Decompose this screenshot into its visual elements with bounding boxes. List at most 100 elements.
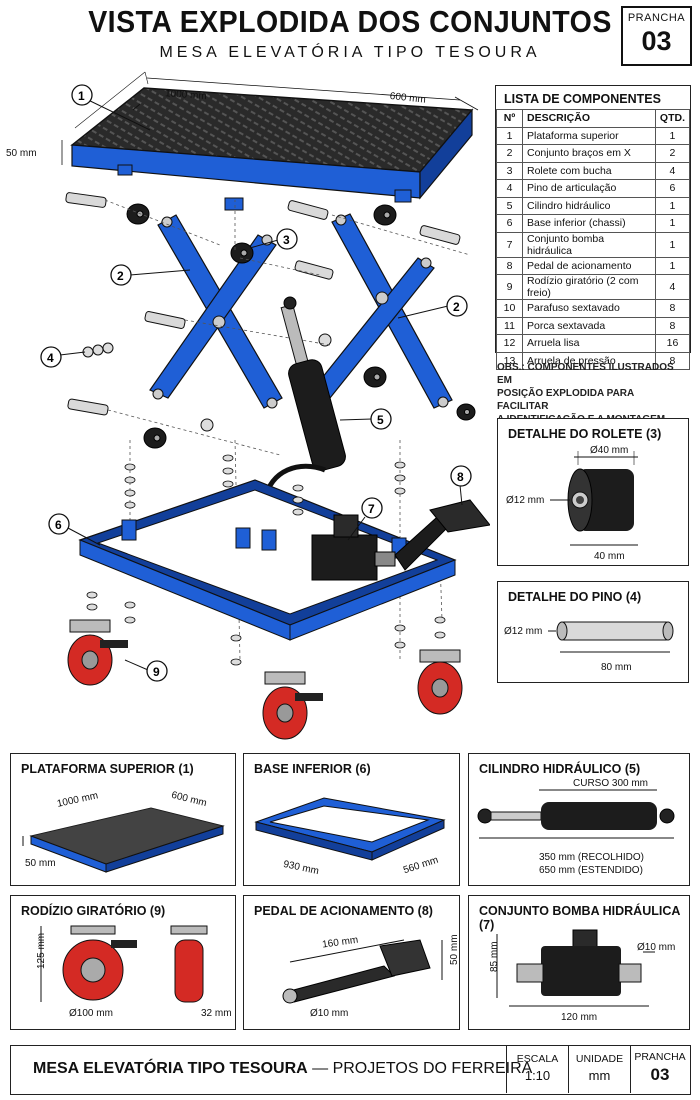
dim-length: 1000 mm <box>165 88 207 102</box>
col-number: Nº <box>496 109 523 128</box>
rollers <box>126 203 476 449</box>
base-panel-title: BASE INFERIOR (6) <box>254 762 371 776</box>
component-number: 9 <box>496 274 523 300</box>
component-number: 11 <box>496 316 523 335</box>
pedal <box>394 499 490 571</box>
cylinder-panel: CILINDRO HIDRÁULICO (5) CURSO 300 mm 350… <box>468 753 690 886</box>
scale-label: ESCALA <box>516 1053 559 1065</box>
platform-panel: PLATAFORMA SUPERIOR (1) 1000 mm 600 mm 5… <box>10 753 236 886</box>
component-description: Arruela de pressão <box>522 351 656 370</box>
pedal-panel-title: PEDAL DE ACIONAMENTO (8) <box>254 904 433 918</box>
pedal-panel: PEDAL DE ACIONAMENTO (8) 160 mm 50 mm Ø1… <box>243 895 460 1030</box>
cylinder-retracted: 350 mm (RECOLHIDO) <box>539 852 644 863</box>
caster-diameter: Ø100 mm <box>69 1008 113 1019</box>
scissor-arms-right <box>313 213 453 409</box>
callout-9: 9 <box>124 659 168 682</box>
pin-detail-title: DETALHE DO PINO (4) <box>508 590 642 604</box>
pedal-height: 50 mm <box>449 934 459 965</box>
roller-length: 40 mm <box>594 551 625 562</box>
caster-panel-title: RODÍZIO GIRATÓRIO (9) <box>21 904 166 918</box>
component-number: 12 <box>496 334 523 353</box>
project-name-bold: MESA ELEVATÓRIA TIPO TESOURA <box>33 1060 308 1077</box>
callout-3: 3 <box>249 228 298 250</box>
callout-1: 1 <box>71 84 151 131</box>
component-description: Conjunto braços em X <box>522 144 656 163</box>
dim-width: 600 mm <box>389 91 426 106</box>
component-quantity: 1 <box>654 126 691 145</box>
component-number: 3 <box>496 161 523 180</box>
component-quantity: 1 <box>654 231 691 258</box>
component-number: 5 <box>496 196 523 215</box>
platform-part <box>70 87 474 211</box>
callout-label-1: 1 <box>78 89 85 103</box>
caster-height: 125 mm <box>36 933 47 969</box>
component-quantity: 8 <box>654 351 691 370</box>
component-list-panel: LISTA DE COMPONENTES Nº DESCRIÇÃO QTD. 1… <box>495 85 691 370</box>
pump-unit <box>311 514 396 581</box>
exploded-view: 1000 mm 600 mm 50 mm <box>6 71 490 740</box>
project-name-rest: — PROJETOS DO FERREIRA <box>307 1060 533 1077</box>
component-description: Plataforma superior <box>522 126 656 145</box>
pedal-length: 160 mm <box>322 935 359 951</box>
callout-label-6: 6 <box>55 518 62 532</box>
scale-value: 1:10 <box>524 1068 551 1083</box>
component-description: Base inferior (chassi) <box>522 214 656 233</box>
component-number: 7 <box>496 231 523 258</box>
component-number: 2 <box>496 144 523 163</box>
roller-drawing: Ø40 mm Ø12 mm 40 mm <box>506 445 638 562</box>
component-description: Conjunto bomba hidráulica <box>522 231 656 258</box>
pump-height: 85 mm <box>489 941 500 972</box>
platform-panel-length: 1000 mm <box>56 790 99 809</box>
casters <box>67 619 463 740</box>
platform-panel-width: 600 mm <box>170 790 208 809</box>
pump-panel-title: CONJUNTO BOMBA HIDRÁULICA (7) <box>479 904 680 932</box>
component-number: 1 <box>496 126 523 145</box>
pedal-drawing: 160 mm 50 mm Ø10 mm <box>282 934 459 1019</box>
sheet-number: 03 <box>641 26 672 56</box>
fastener-stacks <box>86 454 446 666</box>
pump-length: 120 mm <box>561 1012 597 1023</box>
component-number: 4 <box>496 179 523 198</box>
component-quantity: 16 <box>654 334 691 353</box>
scissor-arms-left <box>149 214 283 409</box>
component-description: Rolete com bucha <box>522 161 656 180</box>
component-quantity: 4 <box>654 274 691 300</box>
page-subtitle: MESA ELEVATÓRIA TIPO TESOURA <box>159 44 541 61</box>
cylinder-drawing: CURSO 300 mm 350 mm (RECOLHIDO) 650 mm (… <box>477 778 675 876</box>
component-quantity: 2 <box>654 144 691 163</box>
hydraulic-cylinder <box>261 296 346 565</box>
callout-label-2b: 2 <box>453 300 460 314</box>
unit-value: mm <box>588 1068 611 1083</box>
callout-8: 8 <box>450 465 472 506</box>
unit-cell: UNIDADE mm <box>568 1046 630 1093</box>
roller-outer-diameter: Ø40 mm <box>590 445 628 456</box>
page-title: VISTA EXPLODIDA DOS CONJUNTOS <box>88 4 612 39</box>
observation-note: OBS.: COMPONENTES ILUSTRADOS EM POSIÇÃO … <box>497 361 687 426</box>
component-description: Porca sextavada <box>522 316 656 335</box>
component-quantity: 4 <box>654 161 691 180</box>
component-quantity: 1 <box>654 214 691 233</box>
pedal-bore: Ø10 mm <box>310 1008 348 1019</box>
roller-detail-panel: DETALHE DO ROLETE (3) Ø40 mm Ø12 mm 40 m… <box>497 418 689 566</box>
callout-2b: 2 <box>397 295 468 319</box>
callout-7: 7 <box>347 497 383 541</box>
project-name: MESA ELEVATÓRIA TIPO TESOURA — PROJETOS … <box>33 1060 532 1078</box>
caster-panel: RODÍZIO GIRATÓRIO (9) 125 mm Ø100 mm 32 … <box>10 895 236 1030</box>
scale-cell: ESCALA 1:10 <box>506 1046 568 1093</box>
caster-drawing: 125 mm Ø100 mm 32 mm <box>36 925 232 1019</box>
component-quantity: 8 <box>654 316 691 335</box>
callout-label-5: 5 <box>377 413 384 427</box>
table-header-row: Nº DESCRIÇÃO QTD. <box>496 109 691 128</box>
component-description: Cilindro hidráulico <box>522 196 656 215</box>
pin-detail-panel: DETALHE DO PINO (4) Ø12 mm 80 mm <box>497 581 689 683</box>
